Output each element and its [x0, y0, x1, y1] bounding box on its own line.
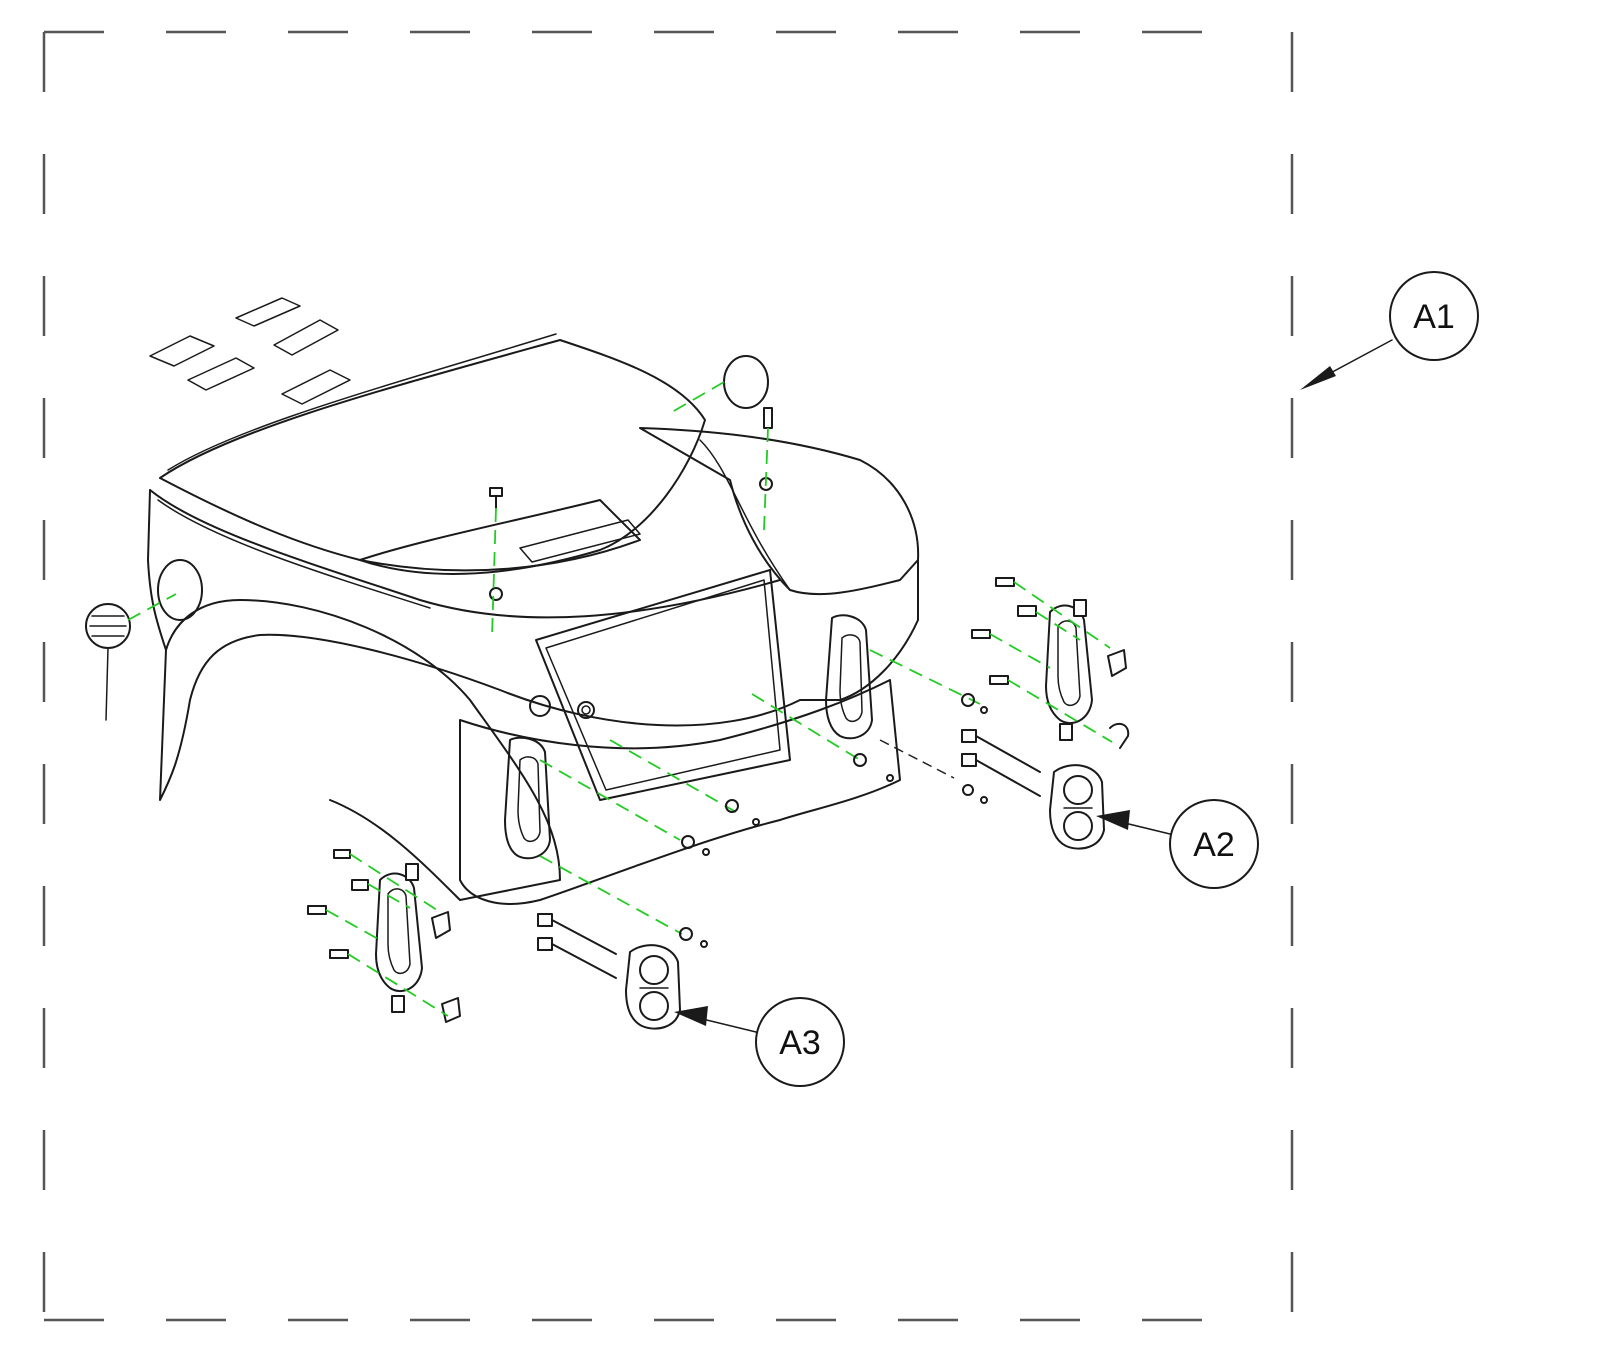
right-bracket-assembly [971, 577, 1130, 749]
left-guide-lines [325, 739, 737, 1017]
left-fasteners [679, 799, 760, 948]
rear-shroud-body [147, 333, 920, 905]
right-guide-lines [751, 581, 1113, 779]
callout-a2-label: A2 [1193, 826, 1235, 864]
right-fasteners [853, 693, 988, 804]
left-bracket-assembly [307, 849, 461, 1023]
callout-a3: A3 [674, 997, 845, 1087]
decal-strips [149, 297, 351, 405]
callout-a2: A2 [1096, 799, 1259, 889]
callout-a3-label: A3 [779, 1024, 821, 1062]
reflector-disc [85, 603, 131, 721]
assembly-boundary [42, 30, 1294, 1322]
round-cap [723, 355, 769, 409]
right-tail-light-unit [961, 729, 1105, 850]
callout-a1: A1 [1300, 271, 1479, 390]
callout-a1-label: A1 [1413, 298, 1455, 336]
left-tail-light-unit [537, 913, 681, 1030]
top-bolt [489, 487, 503, 601]
